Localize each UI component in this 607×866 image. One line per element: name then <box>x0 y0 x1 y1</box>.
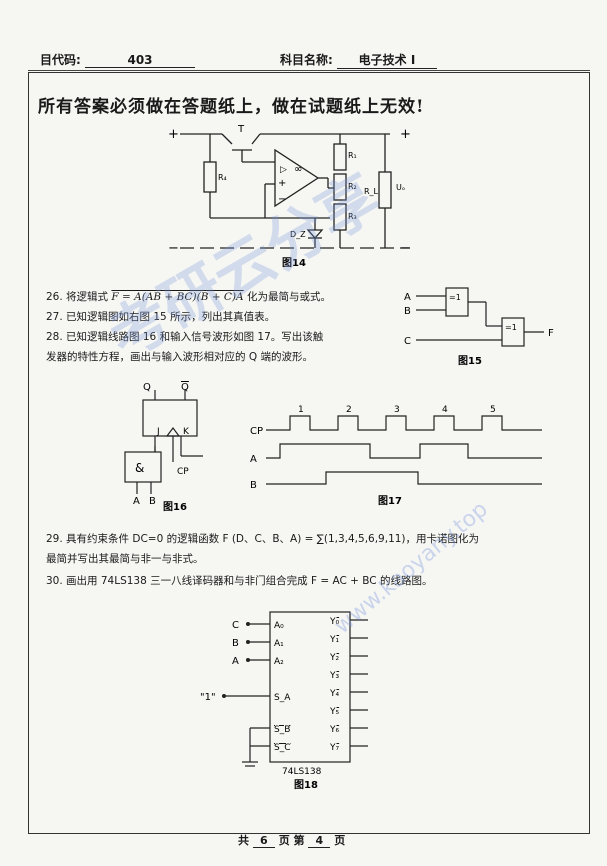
fig17-cp: CP <box>250 426 263 437</box>
fig14-caption: 图14 <box>282 257 306 269</box>
footer-page: 4 <box>308 834 331 848</box>
fig16-qbar: Q <box>181 382 189 393</box>
pulse-label-1: 1 <box>298 405 304 415</box>
minus-terminal-right: − <box>400 241 411 256</box>
question-27: 27. 已知逻辑图如右图 15 所示，列出其真值表。 <box>46 311 276 323</box>
q26-prefix: 26. 将逻辑式 <box>46 291 109 303</box>
fig18-input-a: A <box>232 656 239 667</box>
pin-sc: S_C <box>274 743 291 753</box>
opamp-minus: − <box>278 194 286 205</box>
pin-a2: A₂ <box>274 657 284 667</box>
fig16-a: A <box>133 496 140 507</box>
out-y7: Y₇ <box>329 743 339 753</box>
r3-label: R₃ <box>348 212 357 221</box>
out-y6: Y₆ <box>329 725 339 735</box>
fig16-b: B <box>149 496 156 507</box>
out-y1: Y₁ <box>329 635 339 645</box>
fig17-a: A <box>250 454 257 465</box>
fig15-c: C <box>404 336 411 347</box>
pulse-label-3: 3 <box>394 405 400 415</box>
xor-gate-2: =1 <box>505 323 517 332</box>
minus-terminal: − <box>168 241 179 256</box>
pulse-label-2: 2 <box>346 405 352 415</box>
fig18-caption: 图18 <box>294 779 318 791</box>
plus-terminal-right: + <box>400 127 411 142</box>
footer-prefix: 共 <box>238 834 249 847</box>
fig16-caption: 图16 <box>163 501 187 513</box>
fig16-q: Q <box>143 382 151 393</box>
header-rule <box>28 70 590 71</box>
fig17-caption: 图17 <box>378 495 402 507</box>
footer-suffix: 页 <box>334 834 346 847</box>
figure-18: C B A "1" A₀ A₁ A₂ S_A S_B S_C Y₀ Y₁ Y₂ … <box>200 611 368 791</box>
figure-14: + − + − T R₄ R₁ R₂ R₃ R_L Uₒ D_Z ▷ ∞ + −… <box>168 124 411 269</box>
page-frame <box>28 72 590 834</box>
figure-16: Q Q J K & CP A B 图16 <box>124 382 203 513</box>
r1-label: R₁ <box>348 151 357 160</box>
fig18-input-b: B <box>232 638 239 649</box>
fig15-a: A <box>404 292 411 303</box>
question-26: 26. 将逻辑式 F = A(AB + BC)(B + C)A 化为最简与或式。 <box>46 290 331 305</box>
r4-label: R₄ <box>218 173 227 182</box>
rl-label: R_L <box>364 187 379 196</box>
header-subject: 科目名称: 电子技术 I <box>280 51 437 69</box>
out-y2: Y₂ <box>329 653 339 663</box>
transistor-label: T <box>237 124 245 135</box>
pin-sb: S_B <box>274 725 290 735</box>
footer: 共 6 页 第 4 页 <box>238 832 345 848</box>
footer-mid: 页 第 <box>278 834 305 847</box>
question-29-line2: 最简并写出其最简与非一与非式。 <box>46 553 204 565</box>
figure-15: A B C F =1 =1 图15 <box>404 287 554 367</box>
opamp-symbol: ▷ <box>280 165 287 175</box>
question-28-line1: 28. 已知逻辑线路图 16 和输入信号波形如图 17。写出该触 <box>46 331 324 343</box>
code-label: 目代码: <box>40 53 81 67</box>
footer-total: 6 <box>252 834 275 848</box>
figure-17: CP A B 1 2 3 4 5 图17 <box>250 405 542 507</box>
chip-label: 74LS138 <box>282 767 322 777</box>
fig18-input-c: C <box>232 620 239 631</box>
question-30: 30. 画出用 74LS138 三一八线译码器和与非门组合完成 F = AC +… <box>46 575 433 587</box>
uo-label: Uₒ <box>396 183 405 192</box>
pin-a1: A₁ <box>274 639 284 649</box>
pin-a0: A₀ <box>274 621 284 631</box>
opamp-infinity: ∞ <box>294 164 302 175</box>
pulse-label-4: 4 <box>442 405 448 415</box>
out-y3: Y₃ <box>329 671 339 681</box>
fig15-f: F <box>548 328 554 339</box>
fig15-b: B <box>404 306 411 317</box>
dz-label: D_Z <box>290 230 306 239</box>
pulse-label-5: 5 <box>490 405 496 415</box>
fig15-caption: 图15 <box>458 355 482 367</box>
q26-suffix: 化为最简与或式。 <box>246 291 331 303</box>
fig18-one: "1" <box>200 692 216 703</box>
subject-label: 科目名称: <box>280 53 333 67</box>
notice-text: 所有答案必须做在答题纸上，做在试题纸上无效! <box>38 97 425 117</box>
code-value: 403 <box>85 53 195 68</box>
opamp-plus: + <box>278 178 286 189</box>
question-28-line2: 发器的特性方程，画出与输入波形相对应的 Q 端的波形。 <box>46 351 313 363</box>
r2-label: R₂ <box>348 182 357 191</box>
and-gate: & <box>135 461 144 475</box>
fig16-k: K <box>183 427 190 437</box>
plus-terminal: + <box>168 127 179 142</box>
q26-formula: F = A(AB + BC)(B + C)A <box>111 291 244 303</box>
fig16-cp: CP <box>177 467 189 477</box>
header-code: 目代码: 403 <box>40 51 195 68</box>
fig16-j: J <box>156 427 160 437</box>
out-y5: Y₅ <box>329 707 339 717</box>
out-y0: Y₀ <box>329 617 339 627</box>
subject-value: 电子技术 I <box>337 51 437 69</box>
fig17-b: B <box>250 480 257 491</box>
pin-sa: S_A <box>274 693 291 703</box>
xor-gate-1: =1 <box>449 293 461 302</box>
question-29-line1: 29. 具有约束条件 DC=0 的逻辑函数 F (D、C、B、A) = ∑(1,… <box>46 533 480 545</box>
out-y4: Y₄ <box>329 689 339 699</box>
